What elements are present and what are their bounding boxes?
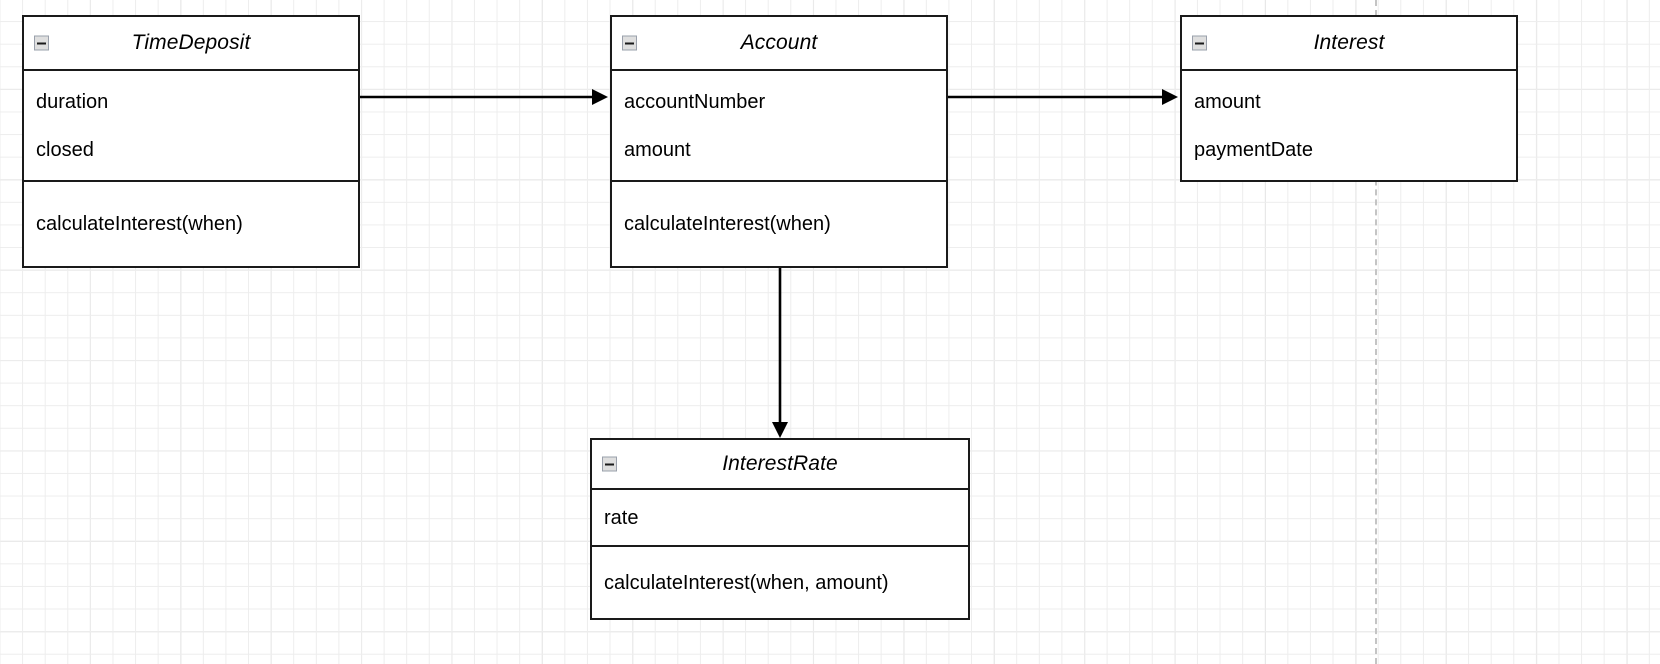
uml-class-title-bar: InterestRate (592, 440, 968, 490)
uml-class-title-bar: Account (612, 17, 946, 71)
uml-attribute: duration (36, 90, 109, 113)
uml-class-name: InterestRate (722, 452, 838, 475)
collapse-minus-icon[interactable] (622, 35, 637, 51)
connector-account-to-interest-rate[interactable] (772, 268, 788, 438)
uml-class-interest[interactable]: Interest amount paymentDate (1180, 15, 1518, 182)
collapse-minus-icon[interactable] (34, 35, 49, 51)
uml-attribute: amount (624, 138, 691, 161)
uml-attribute: accountNumber (624, 90, 766, 113)
uml-class-title-bar: Interest (1182, 17, 1516, 71)
uml-class-name: Interest (1313, 31, 1385, 54)
arrowhead-filled-triangle (592, 89, 608, 105)
uml-attributes-compartment: rate (592, 490, 968, 547)
connector-time-deposit-to-account[interactable] (360, 89, 608, 105)
uml-operations-compartment: calculateInterest(when) (612, 182, 946, 266)
arrowhead-filled-triangle (1162, 89, 1178, 105)
uml-class-account[interactable]: Account accountNumber amount calculateIn… (610, 15, 948, 268)
uml-attributes-compartment: duration closed (24, 71, 358, 182)
connector-account-to-interest[interactable] (948, 89, 1178, 105)
uml-class-name: TimeDeposit (131, 31, 251, 54)
uml-operation: calculateInterest(when) (36, 213, 243, 235)
uml-attributes-compartment: amount paymentDate (1182, 71, 1516, 180)
uml-attribute: paymentDate (1194, 138, 1313, 161)
uml-attributes-compartment: accountNumber amount (612, 71, 946, 182)
uml-operations-compartment: calculateInterest(when) (24, 182, 358, 266)
uml-class-interest-rate[interactable]: InterestRate rate calculateInterest(when… (590, 438, 970, 620)
uml-operation: calculateInterest(when, amount) (604, 571, 889, 594)
uml-class-title-bar: TimeDeposit (24, 17, 358, 71)
uml-attribute: rate (604, 506, 639, 529)
uml-class-name: Account (740, 31, 818, 54)
collapse-minus-icon[interactable] (602, 456, 617, 472)
uml-attribute: amount (1194, 90, 1261, 113)
uml-class-time-deposit[interactable]: TimeDeposit duration closed calculateInt… (22, 15, 360, 268)
page-break-guide (1375, 0, 1377, 664)
arrowhead-filled-triangle (772, 422, 788, 438)
uml-attribute: closed (36, 138, 94, 161)
uml-operation: calculateInterest(when) (624, 213, 831, 235)
collapse-minus-icon[interactable] (1192, 35, 1207, 51)
uml-operations-compartment: calculateInterest(when, amount) (592, 547, 968, 618)
